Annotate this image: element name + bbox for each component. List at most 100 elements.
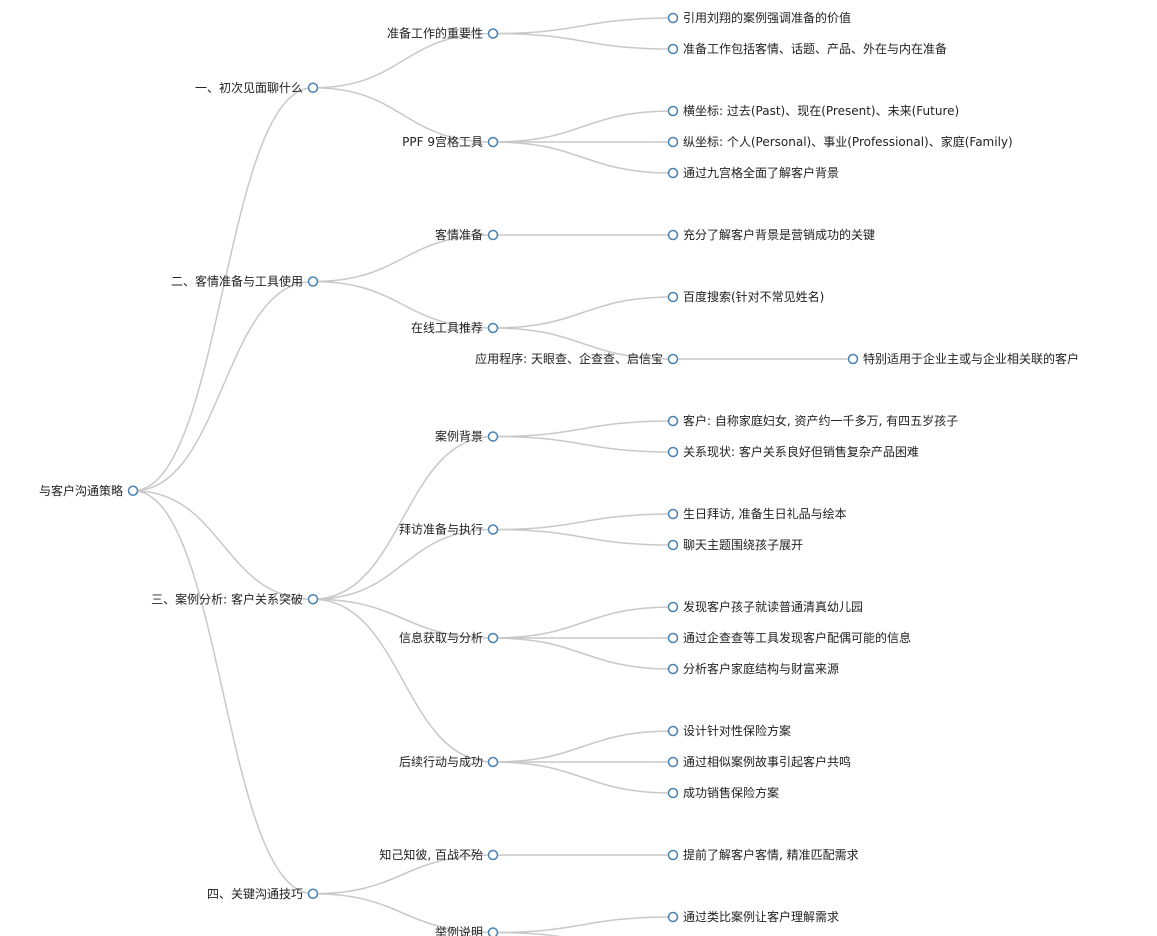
node-3-0[interactable]: 知己知彼, 百战不殆 — [379, 848, 499, 862]
node-2-2-2[interactable]: 分析客户家庭结构与财富来源 — [667, 661, 840, 676]
link-1-1-1 — [492, 327, 674, 360]
node-toggle-circle[interactable] — [307, 888, 319, 899]
node-toggle-circle[interactable] — [667, 43, 679, 55]
node-2-1[interactable]: 拜访准备与执行 — [399, 523, 499, 537]
node-toggle-circle[interactable] — [667, 353, 679, 365]
node-0-1-2[interactable]: 通过九宫格全面了解客户背景 — [667, 165, 840, 180]
link-3-1 — [312, 893, 494, 934]
node-label: 案例背景 — [435, 429, 483, 444]
node-label: 充分了解客户背景是营销成功的关键 — [683, 227, 875, 242]
node-toggle-circle[interactable] — [667, 756, 679, 768]
node-label: 在线工具推荐 — [411, 321, 483, 335]
node-toggle-circle[interactable] — [127, 485, 139, 496]
node-toggle-circle[interactable] — [487, 322, 499, 334]
link-2-3-2 — [492, 761, 674, 794]
mindmap-links — [132, 17, 853, 936]
node-toggle-circle[interactable] — [667, 787, 679, 799]
node-label: 四、关键沟通技巧 — [207, 887, 303, 901]
node-1-0[interactable]: 客情准备 — [435, 227, 499, 242]
node-label: 生日拜访, 准备生日礼品与绘本 — [683, 506, 847, 521]
link-2-2-0 — [492, 606, 674, 639]
node-toggle-circle[interactable] — [487, 927, 499, 936]
node-toggle-circle[interactable] — [667, 849, 679, 861]
node-2-3[interactable]: 后续行动与成功 — [399, 755, 499, 769]
node-1-1[interactable]: 在线工具推荐 — [411, 321, 499, 335]
node-toggle-circle[interactable] — [487, 136, 499, 148]
node-2-2-1[interactable]: 通过企查查等工具发现客户配偶可能的信息 — [667, 630, 912, 645]
node-toggle-circle[interactable] — [487, 632, 499, 644]
node-label: 后续行动与成功 — [399, 755, 483, 769]
node-toggle-circle[interactable] — [667, 291, 679, 303]
root-node[interactable]: 与客户沟通策略 — [39, 483, 139, 498]
node-3-0-0[interactable]: 提前了解客户客情, 精准匹配需求 — [667, 847, 859, 862]
node-2[interactable]: 三、案例分析: 客户关系突破 — [151, 591, 319, 606]
node-toggle-circle[interactable] — [667, 539, 679, 551]
link-3-0 — [312, 854, 494, 895]
node-0-1-0[interactable]: 横坐标: 过去(Past)、现在(Present)、未来(Future) — [667, 104, 960, 118]
node-toggle-circle[interactable] — [667, 12, 679, 24]
node-toggle-circle[interactable] — [667, 229, 679, 241]
node-toggle-circle[interactable] — [667, 136, 679, 148]
node-3-1[interactable]: 举例说明 — [435, 925, 499, 936]
node-1[interactable]: 二、客情准备与工具使用 — [171, 274, 319, 289]
node-toggle-circle[interactable] — [667, 508, 679, 520]
node-label: 关系现状: 客户关系良好但销售复杂产品困难 — [683, 444, 919, 459]
node-3[interactable]: 四、关键沟通技巧 — [207, 887, 319, 901]
node-toggle-circle[interactable] — [667, 663, 679, 675]
node-toggle-circle[interactable] — [487, 756, 499, 768]
node-2-0[interactable]: 案例背景 — [435, 429, 499, 444]
link-0-0 — [312, 32, 494, 89]
link-0 — [132, 87, 314, 492]
node-1-1-1-0[interactable]: 特别适用于企业主或与企业相关联的客户 — [847, 351, 1080, 366]
node-label: 发现客户孩子就读普通清真幼儿园 — [683, 599, 863, 614]
node-toggle-circle[interactable] — [667, 911, 679, 923]
node-0[interactable]: 一、初次见面聊什么 — [195, 81, 319, 95]
link-3-1-0 — [492, 916, 674, 934]
node-toggle-circle[interactable] — [667, 446, 679, 458]
link-0-1 — [312, 87, 494, 143]
node-toggle-circle[interactable] — [487, 229, 499, 241]
node-0-0-1[interactable]: 准备工作包括客情、话题、产品、外在与内在准备 — [667, 41, 948, 56]
node-2-2-0[interactable]: 发现客户孩子就读普通清真幼儿园 — [667, 599, 864, 614]
node-1-1-0[interactable]: 百度搜索(针对不常见姓名) — [667, 289, 825, 304]
node-0-1-1[interactable]: 纵坐标: 个人(Personal)、事业(Professional)、家庭(Fa… — [667, 134, 1013, 149]
node-2-3-2[interactable]: 成功销售保险方案 — [667, 785, 780, 800]
node-toggle-circle[interactable] — [667, 167, 679, 179]
node-2-2[interactable]: 信息获取与分析 — [399, 630, 499, 645]
node-0-0-0[interactable]: 引用刘翔的案例强调准备的价值 — [667, 10, 852, 25]
node-2-1-1[interactable]: 聊天主题围绕孩子展开 — [667, 538, 804, 552]
node-label: 通过类比案例让客户理解需求 — [683, 909, 839, 924]
node-label: 客户: 自称家庭妇女, 资产约一千多万, 有四五岁孩子 — [683, 413, 958, 428]
node-3-1-0[interactable]: 通过类比案例让客户理解需求 — [667, 909, 840, 924]
node-toggle-circle[interactable] — [307, 82, 319, 93]
node-toggle-circle[interactable] — [487, 849, 499, 861]
node-label: 通过九宫格全面了解客户背景 — [683, 165, 839, 180]
node-2-3-1[interactable]: 通过相似案例故事引起客户共鸣 — [667, 754, 852, 769]
node-toggle-circle[interactable] — [667, 601, 679, 613]
node-label: 提前了解客户客情, 精准匹配需求 — [683, 847, 859, 862]
node-1-1-1[interactable]: 应用程序: 天眼查、企查查、启信宝 — [475, 351, 679, 366]
node-toggle-circle[interactable] — [487, 28, 499, 39]
node-1-0-0[interactable]: 充分了解客户背景是营销成功的关键 — [667, 227, 876, 242]
node-toggle-circle[interactable] — [307, 276, 319, 287]
node-toggle-circle[interactable] — [487, 524, 499, 535]
node-0-1[interactable]: PPF 9宫格工具 — [402, 134, 499, 149]
link-2-2 — [312, 598, 494, 639]
node-0-0[interactable]: 准备工作的重要性 — [387, 26, 499, 41]
node-label: 一、初次见面聊什么 — [195, 81, 303, 95]
link-0-0-1 — [492, 32, 674, 50]
node-2-3-0[interactable]: 设计针对性保险方案 — [667, 723, 792, 738]
node-toggle-circle[interactable] — [667, 105, 679, 117]
node-toggle-circle[interactable] — [307, 594, 319, 605]
node-2-0-0[interactable]: 客户: 自称家庭妇女, 资产约一千多万, 有四五岁孩子 — [667, 413, 959, 428]
node-2-1-0[interactable]: 生日拜访, 准备生日礼品与绘本 — [667, 506, 847, 521]
node-toggle-circle[interactable] — [487, 431, 499, 442]
node-label: 纵坐标: 个人(Personal)、事业(Professional)、家庭(Fa… — [683, 134, 1013, 149]
node-label: 聊天主题围绕孩子展开 — [683, 538, 803, 552]
node-2-0-1[interactable]: 关系现状: 客户关系良好但销售复杂产品困难 — [667, 444, 919, 459]
node-toggle-circle[interactable] — [667, 415, 679, 427]
link-2-0 — [312, 435, 494, 600]
node-toggle-circle[interactable] — [667, 632, 679, 644]
node-toggle-circle[interactable] — [847, 353, 859, 365]
node-toggle-circle[interactable] — [667, 725, 679, 737]
